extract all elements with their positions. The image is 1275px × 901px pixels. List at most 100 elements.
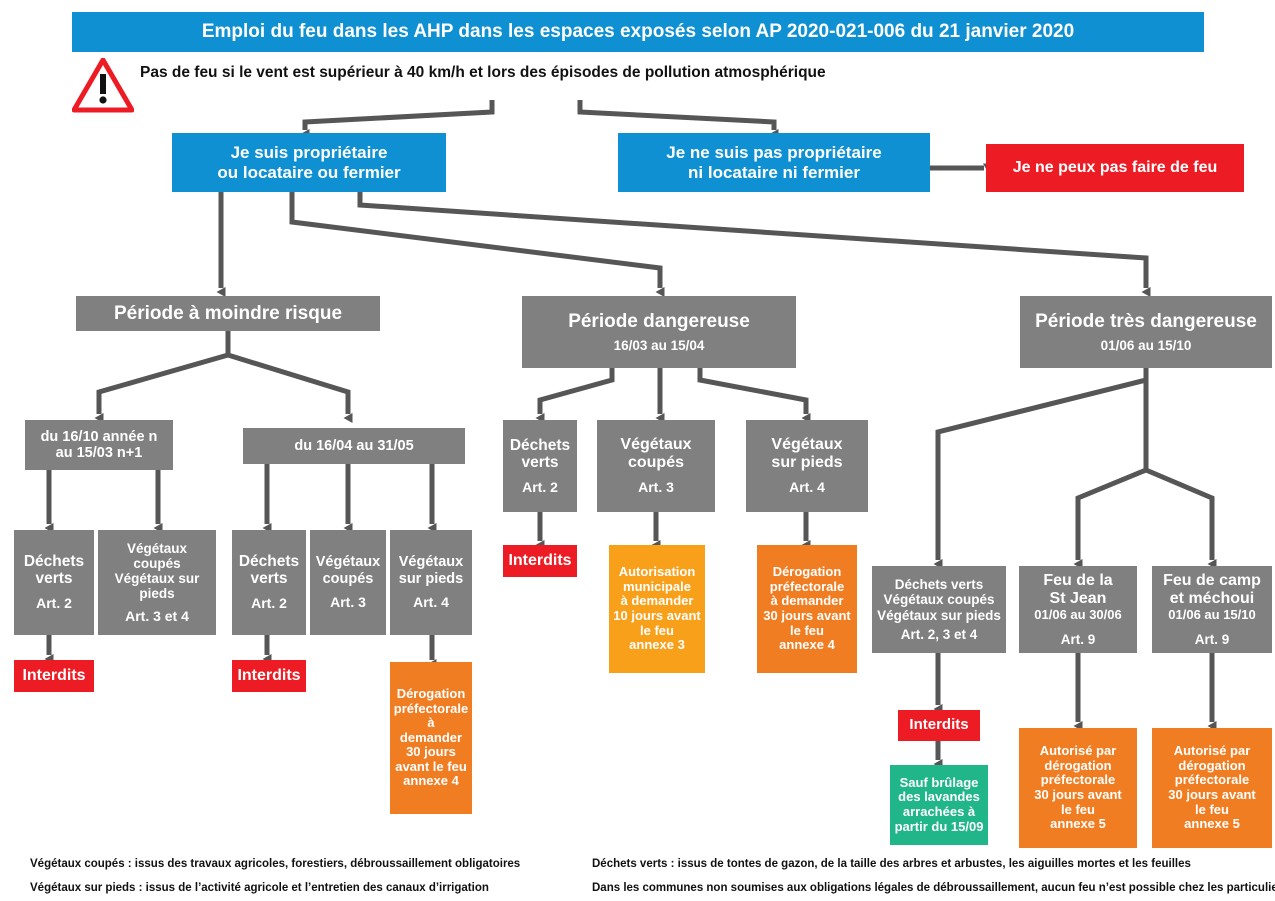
outcome-dangerous-municipal-auth-l6: annexe 3 [629, 637, 685, 653]
outcome-camp-fire-derogation-l5: le feu [1195, 801, 1229, 817]
outcome-st-jean-derogation-l3: préfectorale [1040, 772, 1116, 788]
period-very-dangerous-dates: 01/06 au 15/10 [1100, 337, 1192, 353]
category-spring-green-waste-l1: Déchets [238, 553, 300, 571]
category-winter-green-waste: Déchets verts Art. 2 [14, 530, 94, 635]
outcome-spring-derogation-l4: demander [399, 729, 463, 745]
period-very-dangerous-label: Période très dangereuse [1035, 311, 1257, 333]
decision-not-owner-line2: ni locataire ni fermier [688, 162, 860, 182]
category-st-jean-fire-l1: Feu de la [1043, 572, 1113, 590]
category-camp-fire-l1: Feu de camp [1163, 572, 1261, 590]
category-camp-fire: Feu de camp et méchoui 01/06 au 15/10 Ar… [1152, 566, 1272, 653]
category-dangerous-green-waste-l1: Déchets [509, 436, 571, 454]
category-st-jean-fire-article: Art. 9 [1060, 631, 1096, 647]
category-winter-vegetation-l2: Végétaux sur pieds [114, 570, 200, 602]
warning-triangle-icon [72, 58, 134, 113]
outcome-camp-fire-derogation-l6: annexe 5 [1184, 816, 1240, 832]
category-dangerous-green-waste-article: Art. 2 [522, 478, 558, 495]
category-dangerous-cut-vegetation-l1: Végétaux [620, 435, 692, 453]
category-camp-fire-l2: et méchoui [1169, 590, 1255, 608]
warning-text: Pas de feu si le vent est supérieur à 40… [140, 64, 826, 81]
category-spring-standing-vegetation-l2: sur pieds [398, 570, 464, 587]
decision-owner[interactable]: Je suis propriétaire ou locataire ou fer… [172, 133, 446, 192]
category-winter-green-waste-article: Art. 2 [36, 595, 72, 612]
outcome-camp-fire-derogation-l2: dérogation [1178, 757, 1246, 773]
category-st-jean-fire-l2: St Jean [1049, 590, 1107, 608]
period-low-risk[interactable]: Période à moindre risque [76, 296, 380, 331]
outcome-dangerous-derogation-l4: 30 jours avant [763, 608, 851, 623]
outcome-winter-interdits: Interdits [14, 660, 94, 692]
category-spring-standing-vegetation-l1: Végétaux [398, 554, 464, 571]
category-spring-green-waste-article: Art. 2 [251, 595, 287, 612]
outcome-st-jean-derogation-l5: le feu [1061, 801, 1095, 817]
footnote-right-1: Déchets verts : issus de tontes de gazon… [592, 858, 1191, 870]
category-very-dangerous-all-waste-article: Art. 2, 3 et 4 [900, 626, 978, 642]
outcome-lavender-exception-l4: partir du 15/09 [894, 818, 984, 834]
category-camp-fire-dates: 01/06 au 15/10 [1168, 607, 1256, 623]
outcome-dangerous-interdits: Interdits [503, 545, 577, 577]
category-dangerous-standing-vegetation: Végétaux sur pieds Art. 4 [746, 420, 868, 512]
outcome-very-dangerous-interdits: Interdits [898, 710, 980, 741]
outcome-lavender-exception-l1: Sauf brûlage [899, 774, 979, 790]
outcome-spring-interdits: Interdits [232, 660, 306, 692]
period-dangerous-dates: 16/03 au 15/04 [613, 337, 705, 353]
outcome-st-jean-derogation-l1: Autorisé par [1039, 743, 1117, 759]
page-title-text: Emploi du feu dans les AHP dans les espa… [201, 21, 1075, 42]
category-dangerous-standing-vegetation-l1: Végétaux [771, 435, 843, 453]
outcome-dangerous-derogation-l3: à demander [770, 593, 844, 609]
period-dangerous[interactable]: Période dangereuse 16/03 au 15/04 [522, 296, 796, 368]
period-very-dangerous[interactable]: Période très dangereuse 01/06 au 15/10 [1020, 296, 1272, 368]
outcome-dangerous-interdits-label: Interdits [508, 552, 572, 570]
category-winter-vegetation-l1: Végétaux coupés [126, 540, 188, 571]
decision-owner-line1: Je suis propriétaire [230, 143, 388, 163]
outcome-spring-derogation: Dérogation préfectorale à demander 30 jo… [390, 662, 472, 814]
outcome-dangerous-municipal-auth-l4: 10 jours avant [613, 608, 701, 623]
category-winter-vegetation: Végétaux coupés Végétaux sur pieds Art. … [98, 530, 216, 635]
category-dangerous-green-waste-l2: verts [521, 453, 559, 471]
outcome-camp-fire-derogation-l3: préfectorale [1174, 772, 1250, 788]
range-winter-line2: au 15/03 n+1 [55, 445, 143, 461]
category-very-dangerous-all-waste-l2: Végétaux coupés [883, 592, 995, 608]
outcome-dangerous-municipal-auth-l1: Autorisation [618, 564, 696, 580]
outcome-dangerous-derogation-l6: annexe 4 [779, 637, 835, 653]
category-dangerous-standing-vegetation-l2: sur pieds [771, 453, 843, 471]
outcome-spring-derogation-l1: Dérogation [396, 686, 466, 702]
outcome-no-fire: Je ne peux pas faire de feu [986, 144, 1244, 192]
range-spring: du 16/04 au 31/05 [243, 428, 465, 464]
outcome-dangerous-municipal-auth-l2: municipale [623, 578, 691, 594]
outcome-lavender-exception-l2: des lavandes [898, 789, 980, 805]
outcome-st-jean-derogation: Autorisé par dérogation préfectorale 30 … [1019, 728, 1137, 848]
period-dangerous-label: Période dangereuse [568, 311, 750, 333]
outcome-st-jean-derogation-l4: 30 jours avant [1034, 787, 1122, 802]
category-spring-cut-vegetation-l1: Végétaux [315, 554, 381, 571]
decision-not-owner[interactable]: Je ne suis pas propriétaire ni locataire… [618, 133, 930, 192]
outcome-winter-interdits-label: Interdits [22, 667, 86, 685]
category-winter-green-waste-l1: Déchets [23, 553, 85, 571]
outcome-st-jean-derogation-l2: dérogation [1044, 757, 1112, 773]
category-dangerous-green-waste: Déchets verts Art. 2 [503, 420, 577, 512]
range-winter: du 16/10 année n au 15/03 n+1 [25, 420, 173, 470]
outcome-camp-fire-derogation: Autorisé par dérogation préfectorale 30 … [1152, 728, 1272, 848]
footnote-left-1: Végétaux coupés : issus des travaux agri… [30, 858, 521, 870]
outcome-dangerous-derogation-l1: Dérogation [772, 564, 842, 580]
category-winter-green-waste-l2: verts [35, 570, 73, 588]
page-title: Emploi du feu dans les AHP dans les espa… [72, 12, 1204, 52]
period-low-risk-label: Période à moindre risque [113, 302, 343, 324]
range-winter-line1: du 16/10 année n [40, 428, 158, 445]
category-spring-standing-vegetation-article: Art. 4 [413, 593, 449, 610]
outcome-camp-fire-derogation-l4: 30 jours avant [1168, 787, 1256, 802]
outcome-lavender-exception-l3: arrachées à [902, 804, 976, 819]
category-spring-cut-vegetation-article: Art. 3 [330, 593, 366, 610]
outcome-st-jean-derogation-l6: annexe 5 [1050, 816, 1106, 832]
category-spring-cut-vegetation: Végétaux coupés Art. 3 [310, 530, 386, 635]
range-spring-label: du 16/04 au 31/05 [294, 437, 414, 454]
outcome-lavender-exception: Sauf brûlage des lavandes arrachées à pa… [890, 765, 988, 845]
footnote-right-2: Dans les communes non soumises aux oblig… [592, 882, 1275, 894]
category-very-dangerous-all-waste: Déchets verts Végétaux coupés Végétaux s… [872, 566, 1006, 653]
outcome-spring-derogation-l6: avant le feu [395, 758, 467, 774]
category-spring-standing-vegetation: Végétaux sur pieds Art. 4 [390, 530, 472, 635]
outcome-very-dangerous-interdits-label: Interdits [909, 716, 969, 734]
category-spring-green-waste: Déchets verts Art. 2 [232, 530, 306, 635]
outcome-dangerous-derogation-l5: le feu [790, 622, 824, 638]
outcome-spring-derogation-l7: annexe 4 [403, 773, 459, 789]
category-camp-fire-article: Art. 9 [1194, 631, 1230, 647]
